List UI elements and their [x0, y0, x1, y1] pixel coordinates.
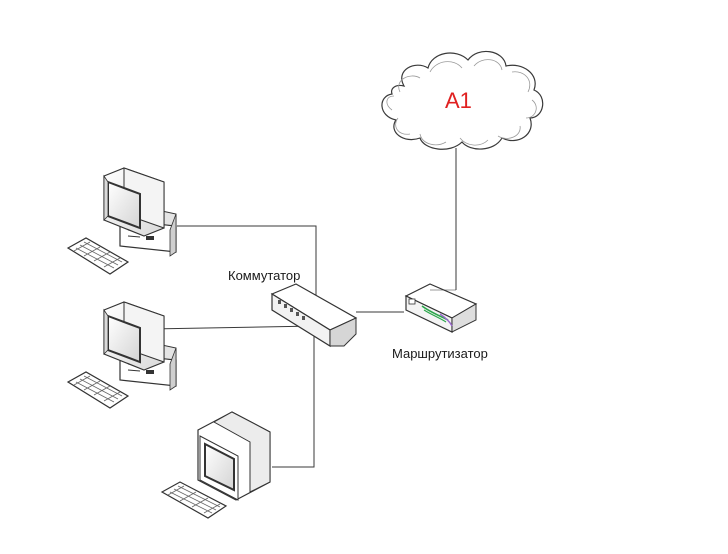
link-pc2-switch	[149, 325, 317, 330]
switch-icon	[270, 283, 358, 348]
cloud-icon	[381, 50, 544, 150]
link-monitor-switch	[272, 336, 315, 468]
crt-monitor-icon	[160, 411, 271, 519]
router-label: Маршрутизатор	[392, 346, 488, 361]
router-icon	[404, 283, 478, 333]
desktop-computer-icon	[66, 301, 177, 409]
desktop-computer-icon	[66, 167, 177, 275]
switch-label: Коммутатор	[228, 268, 301, 283]
cloud-label: A1	[445, 88, 472, 113]
